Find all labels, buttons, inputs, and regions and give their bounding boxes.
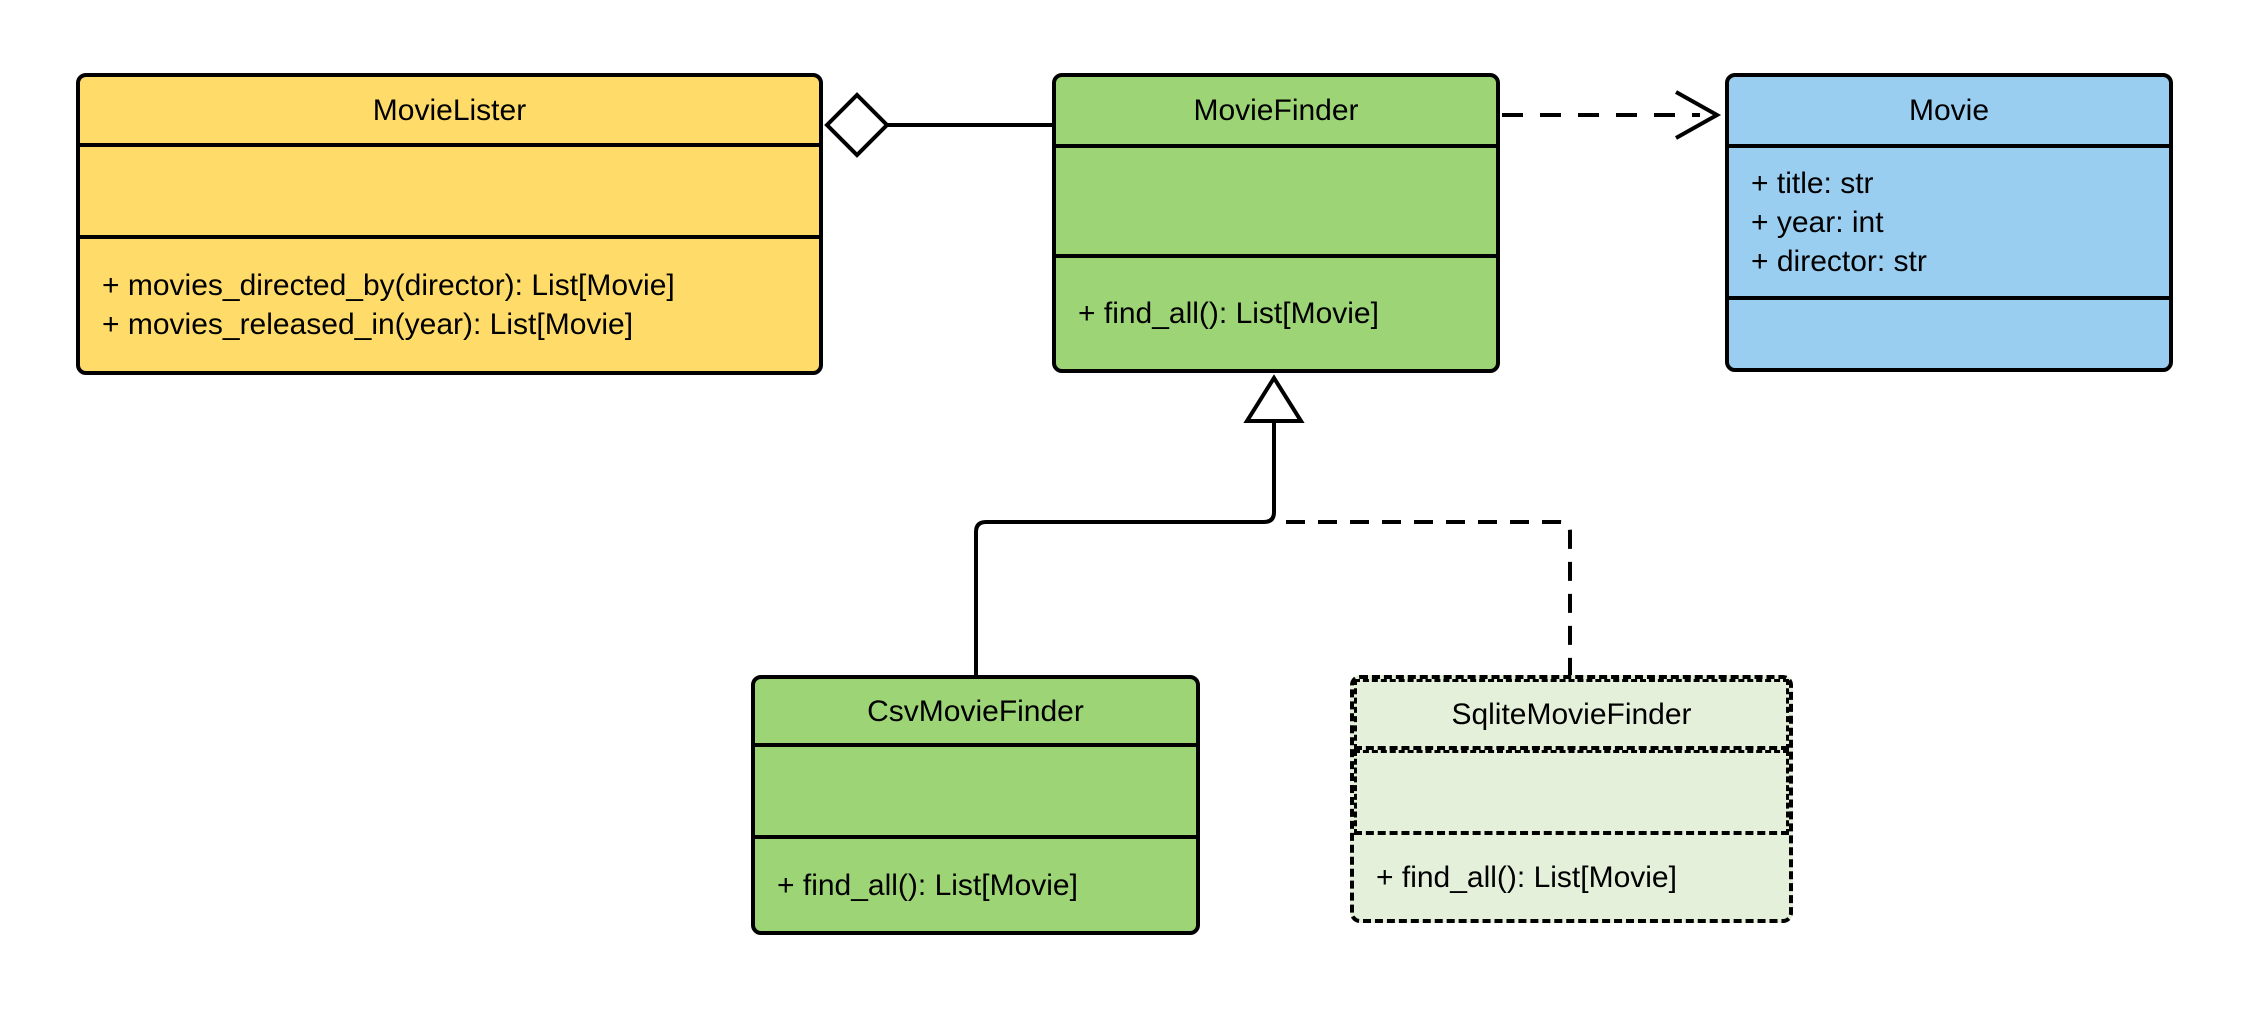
methods-compartment: + find_all(): List[Movie] — [1354, 835, 1789, 919]
aggregation-diamond-icon — [824, 92, 890, 158]
method-row: + find_all(): List[Movie] — [777, 868, 1078, 902]
class-title: MovieFinder — [1056, 77, 1496, 148]
class-movielister[interactable]: MovieLister + movies_directed_by(directo… — [76, 73, 823, 375]
class-movie[interactable]: Movie + title: str + year: int + directo… — [1725, 73, 2173, 372]
open-arrowhead-icon — [1675, 90, 1722, 140]
method-row: + movies_released_in(year): List[Movie] — [102, 308, 634, 341]
generalization-dashed-line[interactable] — [1286, 520, 1572, 677]
generalization-csv-connector[interactable] — [974, 374, 1305, 677]
attributes-compartment — [1056, 148, 1496, 258]
generalization-sqlite-connector[interactable] — [1286, 520, 1572, 677]
attributes-compartment — [80, 147, 819, 239]
attribute-row: + director: str — [1751, 244, 1927, 278]
dependency-connector[interactable] — [1502, 90, 1722, 140]
attribute-row: + title: str — [1751, 166, 1874, 200]
method-row: + find_all(): List[Movie] — [1376, 860, 1677, 894]
methods-compartment: + find_all(): List[Movie] — [755, 839, 1196, 931]
class-csvmoviefinder[interactable]: CsvMovieFinder + find_all(): List[Movie] — [751, 675, 1200, 935]
inheritance-triangle-icon — [1243, 374, 1305, 423]
attribute-row: + year: int — [1751, 205, 1884, 239]
generalization-solid-line[interactable] — [974, 421, 1276, 677]
class-title: SqliteMovieFinder — [1354, 679, 1789, 750]
method-row: + movies_directed_by(director): List[Mov… — [102, 269, 675, 302]
attributes-compartment — [755, 747, 1196, 839]
class-title: MovieLister — [80, 77, 819, 147]
methods-compartment: + find_all(): List[Movie] — [1056, 258, 1496, 369]
class-sqlitemoviefinder[interactable]: SqliteMovieFinder + find_all(): List[Mov… — [1350, 675, 1793, 923]
methods-compartment — [1729, 300, 2169, 368]
methods-compartment: + movies_directed_by(director): List[Mov… — [80, 239, 819, 371]
attributes-compartment — [1354, 750, 1789, 835]
class-moviefinder[interactable]: MovieFinder + find_all(): List[Movie] — [1052, 73, 1500, 373]
class-title: Movie — [1729, 77, 2169, 148]
attributes-compartment: + title: str + year: int + director: str — [1729, 148, 2169, 300]
class-title: CsvMovieFinder — [755, 679, 1196, 747]
aggregation-connector[interactable] — [824, 92, 1054, 158]
method-row: + find_all(): List[Movie] — [1078, 297, 1379, 330]
